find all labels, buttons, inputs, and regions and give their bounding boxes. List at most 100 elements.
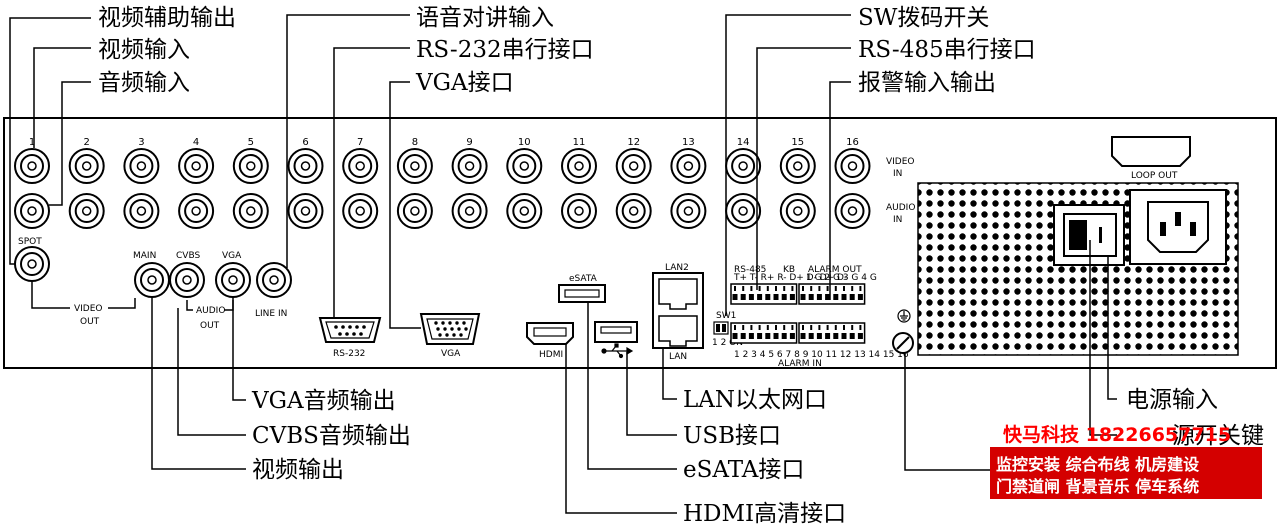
audio-in-rca — [451, 193, 488, 229]
channel-label: 12 — [627, 137, 640, 148]
callout-video-out: 视频输出 — [252, 457, 344, 483]
cvbs-rca — [169, 262, 205, 298]
channel-label: 14 — [737, 137, 750, 148]
spot-bnc — [14, 246, 50, 282]
audio-in-rca — [561, 193, 597, 229]
video-in-bnc — [287, 148, 324, 184]
channel-label: 1 — [29, 137, 35, 148]
callout-vga-audio-out: VGA音频输出 — [251, 388, 396, 414]
vga-panel-label: VGA — [441, 349, 461, 359]
audio-in-rca — [396, 193, 433, 229]
video-out-label-1: VIDEO — [74, 304, 103, 314]
audio-in-rca — [232, 193, 269, 229]
watermark-line1: 监控安装 综合布线 机房建设 — [996, 455, 1200, 474]
dip-positions: 1 2 ON — [712, 338, 743, 348]
watermark-box — [990, 447, 1262, 499]
video-in-bnc — [232, 148, 269, 184]
video-in-bnc — [68, 148, 105, 184]
audio-in-label-1: AUDIO — [886, 203, 915, 213]
alarm-in-pins: 1 2 3 4 5 6 7 8 9 10 11 12 13 14 15 16 — [734, 350, 909, 360]
audio-in-rca — [14, 193, 50, 229]
terminal-block — [730, 283, 798, 305]
callout-usb: USB接口 — [683, 423, 781, 449]
line-in-label: LINE IN — [255, 309, 287, 319]
channel-label: 2 — [84, 137, 90, 148]
video-in-bnc — [506, 148, 543, 184]
bnc-connectors — [14, 148, 871, 229]
video-in-label-2: IN — [893, 169, 902, 179]
ground-screw — [892, 332, 914, 354]
loop-out-port — [1111, 136, 1191, 167]
terminal-block — [730, 322, 798, 344]
usb-icon — [601, 343, 634, 359]
lan-block — [652, 272, 704, 349]
hdmi-port — [526, 322, 574, 345]
audio-in-rca — [725, 193, 762, 229]
hdmi-panel-label: HDMI — [539, 350, 563, 360]
callout-power-in: 电源输入 — [1126, 387, 1218, 413]
video-in-bnc — [561, 148, 597, 184]
esata-port — [558, 284, 606, 303]
channel-label: 9 — [466, 137, 472, 148]
alarm-out-pins: 1 G 2 G 3 G 4 G — [806, 273, 877, 283]
main-label: MAIN — [133, 251, 156, 261]
loop-out-label: LOOP OUT — [1131, 171, 1178, 181]
audio-in-rca — [506, 193, 543, 229]
audio-in-label-2: IN — [893, 215, 902, 225]
audio-out-label-2: OUT — [200, 321, 220, 331]
callout-video-aux-out: 视频辅助输出 — [98, 5, 236, 31]
channel-label: 7 — [357, 137, 363, 148]
rs232-port — [318, 317, 382, 343]
channel-label: 6 — [302, 137, 308, 148]
video-in-bnc — [451, 148, 488, 184]
channel-label: 11 — [573, 137, 586, 148]
video-in-bnc — [834, 148, 871, 184]
callout-talk-in: 语音对讲输入 — [416, 5, 554, 31]
usb-port — [594, 321, 638, 343]
lan-label: LAN — [669, 352, 687, 362]
video-in-bnc — [123, 148, 160, 184]
audio-in-rca — [834, 193, 871, 229]
esata-panel-label: eSATA — [569, 274, 598, 284]
video-in-bnc — [396, 148, 433, 184]
terminal-block — [798, 283, 866, 305]
cvbs-label: CVBS — [176, 251, 200, 261]
callout-rs232: RS-232串行接口 — [416, 37, 594, 63]
terminal-blocks — [730, 283, 866, 344]
video-in-bnc — [342, 148, 379, 184]
audio-in-rca — [615, 193, 652, 229]
callout-sw-dip: SW拨码开关 — [858, 5, 989, 31]
callout-lan: LAN以太网口 — [683, 387, 827, 413]
rs485-panel-label: RS-485 — [734, 265, 766, 275]
audio-in-rca — [342, 193, 379, 229]
rs232-panel-label: RS-232 — [333, 349, 365, 359]
dip-switch — [713, 321, 729, 335]
callout-esata: eSATA接口 — [683, 457, 804, 483]
spot-label: SPOT — [18, 237, 42, 247]
rs485-pins: T+ T- R+ R- D+ D- D+ D- — [733, 273, 847, 283]
callout-alarm-io: 报警输入输出 — [858, 70, 996, 96]
video-in-bnc — [178, 148, 215, 184]
audio-in-rca — [287, 193, 324, 229]
callout-power-key: 源开关键 — [1172, 423, 1264, 449]
channel-label: 15 — [791, 137, 804, 148]
channel-label: 3 — [138, 137, 144, 148]
callout-audio-in: 音频输入 — [98, 70, 190, 96]
main-bnc — [134, 262, 170, 298]
video-in-bnc — [670, 148, 707, 184]
channel-label: 10 — [518, 137, 531, 148]
video-in-bnc — [14, 148, 50, 184]
video-in-bnc — [725, 148, 762, 184]
power-inlet — [1129, 189, 1227, 265]
channel-label: 13 — [682, 137, 695, 148]
video-in-bnc — [779, 148, 816, 184]
vga-audio-label: VGA — [222, 251, 242, 261]
callout-hdmi: HDMI高清接口 — [683, 501, 846, 527]
callout-cvbs-audio-out: CVBS音频输出 — [252, 423, 411, 449]
callout-rs485: RS-485串行接口 — [858, 37, 1036, 63]
power-switch — [1053, 204, 1125, 266]
alarm-out-label: ALARM OUT — [808, 265, 862, 275]
lan2-label: LAN2 — [665, 263, 689, 273]
